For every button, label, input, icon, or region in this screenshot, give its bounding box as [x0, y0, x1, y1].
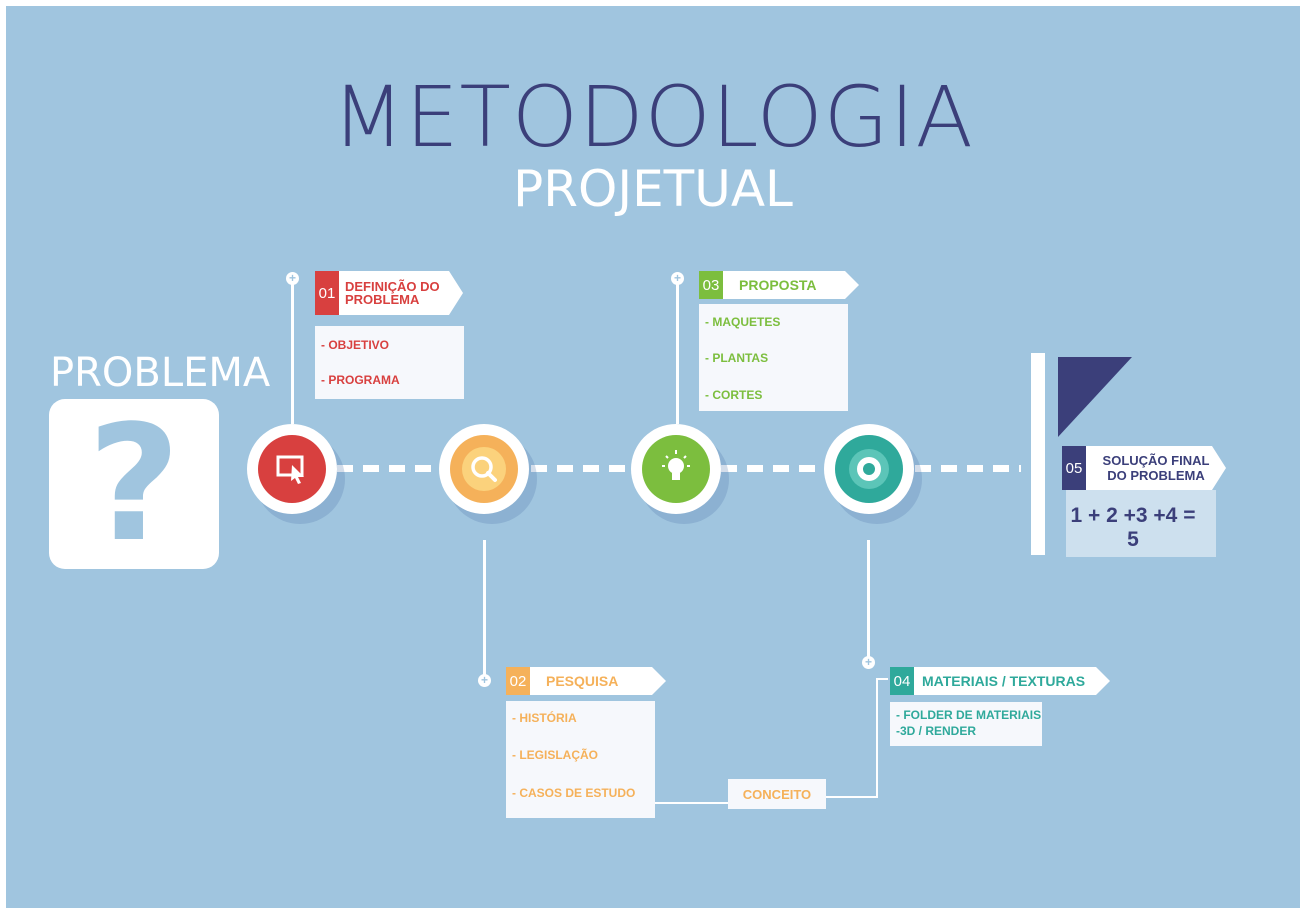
step4-item: - FOLDER DE MATERIAIS [896, 708, 1042, 722]
plus-icon: + [286, 272, 299, 285]
step1-number: 01 [315, 271, 339, 315]
timeline-dash-2 [531, 465, 633, 472]
plus-icon: + [671, 272, 684, 285]
step5-number: 05 [1062, 446, 1086, 490]
step2-item: - HISTÓRIA [512, 711, 577, 725]
step1-node [247, 424, 337, 514]
step2-number: 02 [506, 667, 530, 695]
step4-tag: 04 MATERIAIS / TEXTURAS [890, 667, 1110, 695]
step5-title-line2: DO PROBLEMA [1107, 468, 1205, 483]
step3-number: 03 [699, 271, 723, 299]
step2-item: - LEGISLAÇÃO [512, 748, 598, 762]
step3-item: - PLANTAS [705, 351, 769, 365]
step4-number: 04 [890, 667, 914, 695]
step1-tag: 01 DEFINIÇÃO DO PROBLEMA [315, 271, 463, 315]
timeline-dash-3 [721, 465, 825, 472]
step4-card: - FOLDER DE MATERIAIS -3D / RENDER [890, 702, 1042, 746]
step3-title: PROPOSTA [723, 271, 859, 299]
step1-item: - PROGRAMA [321, 373, 400, 387]
step3-card: - MAQUETES - PLANTAS - CORTES [699, 304, 848, 411]
step4-connector [867, 540, 870, 660]
page-title: METODOLOGIA [331, 68, 975, 166]
step1-title-line2: PROBLEMA [345, 292, 420, 307]
step5-title-line1: SOLUÇÃO FINAL [1102, 453, 1210, 468]
flag-icon [1058, 357, 1132, 437]
step3-item: - MAQUETES [705, 315, 781, 329]
step4-item: -3D / RENDER [896, 724, 977, 738]
step3-tag: 03 PROPOSTA [699, 271, 859, 299]
step1-title-line1: DEFINIÇÃO DO [345, 279, 440, 294]
step3-item: - CORTES [705, 388, 763, 402]
conceito-box: CONCEITO [728, 779, 826, 809]
step5-tag: 05 SOLUÇÃO FINAL DO PROBLEMA [1062, 446, 1226, 490]
step3-connector [676, 280, 679, 424]
step4-node [824, 424, 914, 514]
step2-title: PESQUISA [530, 667, 666, 695]
plus-icon: + [862, 656, 875, 669]
problem-box: ? [49, 399, 219, 569]
step2-node [439, 424, 529, 514]
timeline-dash-1 [337, 465, 440, 472]
step1-item: - OBJETIVO [321, 338, 390, 352]
step1-card: - OBJETIVO - PROGRAMA [315, 326, 464, 399]
question-mark-icon: ? [87, 390, 181, 577]
step2-item: - CASOS DE ESTUDO [512, 786, 636, 800]
conceito-line-left [655, 802, 729, 804]
conceito-line-up [876, 678, 878, 798]
timeline-dash-4 [915, 465, 1021, 472]
page-subtitle: PROJETUAL [513, 160, 793, 218]
conceito-line-right [826, 796, 878, 798]
plus-icon: + [478, 674, 491, 687]
step2-connector [483, 540, 486, 680]
step4-title: MATERIAIS / TEXTURAS [914, 667, 1110, 695]
conceito-line-top [876, 678, 888, 680]
tape-roll-icon [849, 449, 889, 489]
final-equation: 1 + 2 +3 +4 = 5 [1070, 504, 1196, 551]
step2-card: - HISTÓRIA - LEGISLAÇÃO - CASOS DE ESTUD… [506, 701, 655, 818]
diagram-canvas: METODOLOGIA PROJETUAL PROBLEMA ? + + + + [6, 6, 1300, 908]
step1-connector [291, 280, 294, 424]
flag-pole [1031, 353, 1045, 555]
magnifier-icon [462, 447, 506, 491]
lightbulb-icon [662, 450, 690, 480]
final-result-box [1066, 490, 1216, 557]
step3-node [631, 424, 721, 514]
step2-tag: 02 PESQUISA [506, 667, 666, 695]
cursor-screen-icon [276, 455, 304, 484]
problem-label: PROBLEMA [50, 350, 271, 396]
